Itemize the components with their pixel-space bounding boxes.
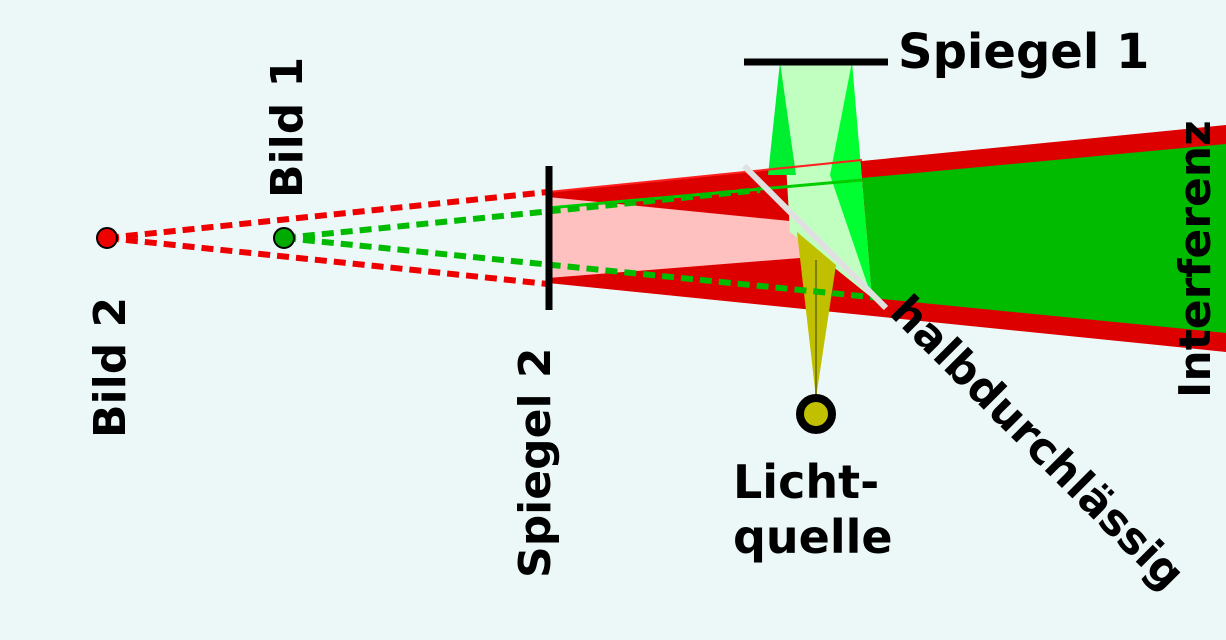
label-bild-1: Bild 1 xyxy=(262,57,313,198)
green-beam-left-edge xyxy=(768,62,796,175)
label-interferenz: Interferenz xyxy=(1170,120,1221,398)
bild2-dashed-lower xyxy=(106,235,549,287)
label-lichtquelle-line-1: Licht- xyxy=(733,455,879,509)
light-source xyxy=(796,394,836,434)
bild2-dashed-upper xyxy=(106,189,549,241)
label-spiegel-1: Spiegel 1 xyxy=(898,24,1149,80)
beam-splitter xyxy=(741,163,889,311)
label-lichtquelle-line-2: quelle xyxy=(733,510,893,564)
bild2-point xyxy=(96,227,118,249)
red-ray-upper xyxy=(547,159,863,193)
bild1-point xyxy=(273,227,295,249)
label-bild-2: Bild 2 xyxy=(85,297,136,438)
bild1-dashed-upper xyxy=(283,187,761,241)
red-beam-inner-light xyxy=(548,197,800,278)
label-spiegel-2: Spiegel 2 xyxy=(510,348,561,578)
green-beam-interference xyxy=(862,144,1226,333)
bild1-dashed-lower xyxy=(283,235,881,301)
